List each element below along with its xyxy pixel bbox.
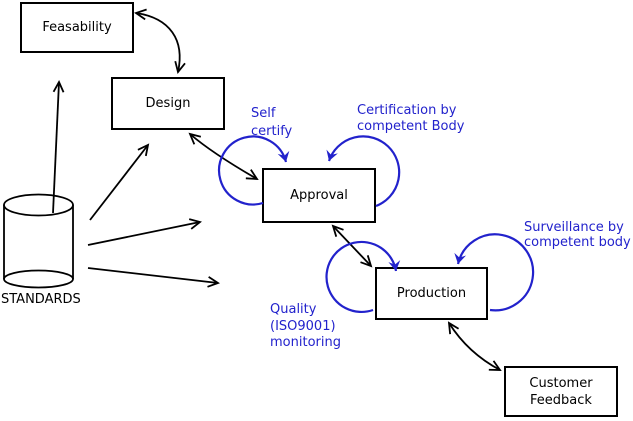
cylinder-top-ellipse [3,193,74,217]
annotation-self-certify: Self certify [251,106,293,139]
node-customer-feedback: Customer Feedback [504,366,618,417]
arrow-production-customer-feedback [447,321,502,371]
node-approval-label: Approval [290,188,348,203]
node-production-label: Production [396,286,467,301]
arrow-standards-production [87,267,220,288]
arrow-design-approval [188,132,259,181]
arrow-approval-production [331,224,373,268]
arrow-feasability-design [134,8,186,74]
node-design-label: Design [145,96,191,111]
standards-label: STANDARDS [1,292,81,307]
standards-cylinder [3,193,74,289]
node-customer-feedback-label: Customer Feedback [529,375,593,408]
annotation-quality-monitoring: Quality (ISO9001) monitoring [270,302,341,350]
node-design: Design [111,77,225,130]
node-feasability: Feasability [20,2,134,53]
arrow-standards-design [89,143,150,221]
cylinder-bottom-ellipse [3,269,74,289]
node-production: Production [375,267,488,320]
node-feasability-label: Feasability [42,20,112,35]
arrow-standards-feasability [52,79,65,214]
annotation-certification: Certification by competent Body [357,103,465,134]
annotation-surveillance: Surveillance by competent body [524,220,631,250]
node-approval: Approval [262,168,376,223]
arrow-standards-approval [87,218,202,246]
